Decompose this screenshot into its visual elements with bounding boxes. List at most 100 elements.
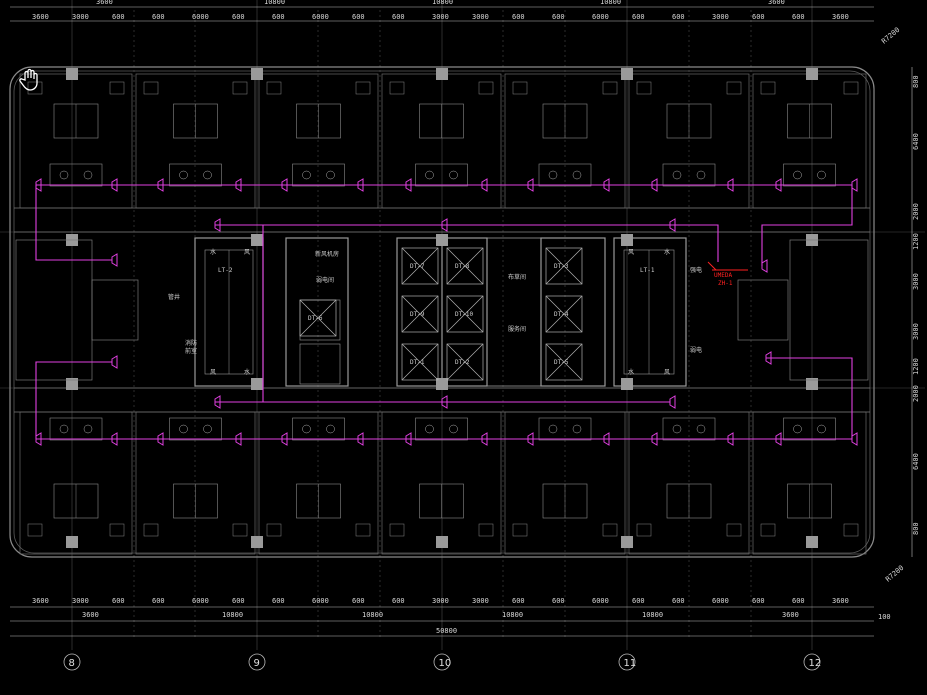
armchair [636,523,652,537]
axis-grid [0,0,925,650]
basin [696,170,706,180]
armchair [389,81,405,95]
service-block [285,237,349,387]
speaker-icon [761,259,768,273]
speaker-icon [651,432,658,446]
guest-rooms-south [19,411,867,555]
bathroom [662,417,716,441]
column [806,536,818,548]
speaker-icon [669,218,676,232]
shaft-label: 水 [244,368,250,376]
speaker-icon [441,218,448,232]
dimension-value: 6000 [712,597,729,605]
column [66,378,78,390]
dimension-value: 3600 [832,597,849,605]
bathroom [662,163,716,187]
basin [696,424,706,434]
dimension-value: 600 [512,597,525,605]
speaker-icon [35,432,42,446]
speaker-icon [851,432,858,446]
armchair [478,523,494,537]
dimension-value: 3600 [832,13,849,21]
basin [449,170,458,180]
elevator-x [299,299,337,337]
axis-bubble [433,653,451,671]
elevator-label: DT-5 [554,359,569,366]
basin [203,170,212,180]
dimension-value: 10800 [264,0,285,6]
speaker-icon [35,178,42,192]
axis-bubble [248,653,266,671]
speaker-icon [281,432,288,446]
bathroom [415,417,468,441]
armchair [143,523,159,537]
speaker-icon [669,395,676,409]
elevator-label: DT-7 [410,263,425,270]
dimension-value: 600 [632,13,645,21]
speaker-icon [651,178,658,192]
basin [449,424,458,434]
dimension-value: 600 [112,597,125,605]
shaft-label: 水 [628,368,634,376]
toilet [672,170,682,180]
dimension-value: 10800 [502,611,523,619]
wire-run [35,185,112,261]
dimension-value: 3000 [432,597,449,605]
dimension-value: 600 [752,13,765,21]
wire-run [35,361,112,439]
elevator-x [446,247,484,285]
dimension-value: 600 [672,597,685,605]
dimension-value: 3600 [82,611,99,619]
label-storage: 布草间 [508,273,526,281]
armchair [512,81,528,95]
armchair [355,523,371,537]
armchair [478,81,494,95]
dimension-value: 600 [632,597,645,605]
toilet [59,170,69,180]
speaker-icon [111,253,118,267]
structural-columns [66,68,818,548]
room-outline [381,411,502,555]
dimension-value: 600 [392,597,405,605]
speaker-icon [111,432,118,446]
dimension-value: 600 [272,13,285,21]
bathroom [783,417,836,441]
elevator-x [545,247,583,285]
armchair [266,523,282,537]
shaft-label: 风 [664,369,670,376]
elevator-car [446,247,484,285]
corner-radius-bottom: R7200 [884,564,905,584]
speaker-icon [441,395,448,409]
dimension-value: 600 [352,597,365,605]
speaker-icon [775,432,782,446]
armchair [109,81,125,95]
right-edge-label: 100 [878,613,891,621]
red-equipment-tag[interactable]: UMEDA ZH-1 [707,261,748,287]
dimension-value: 3000 [712,13,729,21]
room-outline [504,411,626,555]
column [66,68,78,80]
room-outline [504,73,626,209]
pan-hand-icon[interactable] [18,66,44,92]
basin [83,424,93,434]
armchair [232,81,248,95]
shaft-labels: 水风风水风水水风 [210,248,670,376]
axis-bubble [63,653,81,671]
column [251,536,263,548]
dimension-value: 6000 [192,13,209,21]
axis-bubble [803,653,821,671]
dimension-value: 600 [392,13,405,21]
dimension-value: 600 [792,597,805,605]
room-outline [258,411,379,555]
dimension-value: 2000 [912,385,920,402]
speaker-icon [727,178,734,192]
elevator-car [446,295,484,333]
bathroom [169,417,222,441]
room-outline [135,73,256,209]
core-labels: LT-2 LT-1 新风机房 弱电间 布草间 服务间 管井 强电 弱电 消防 前… [168,250,702,355]
speaker-icon [111,178,118,192]
wire-run [761,185,853,266]
wire-run [215,224,719,262]
dimension-value: 3600 [768,0,785,6]
